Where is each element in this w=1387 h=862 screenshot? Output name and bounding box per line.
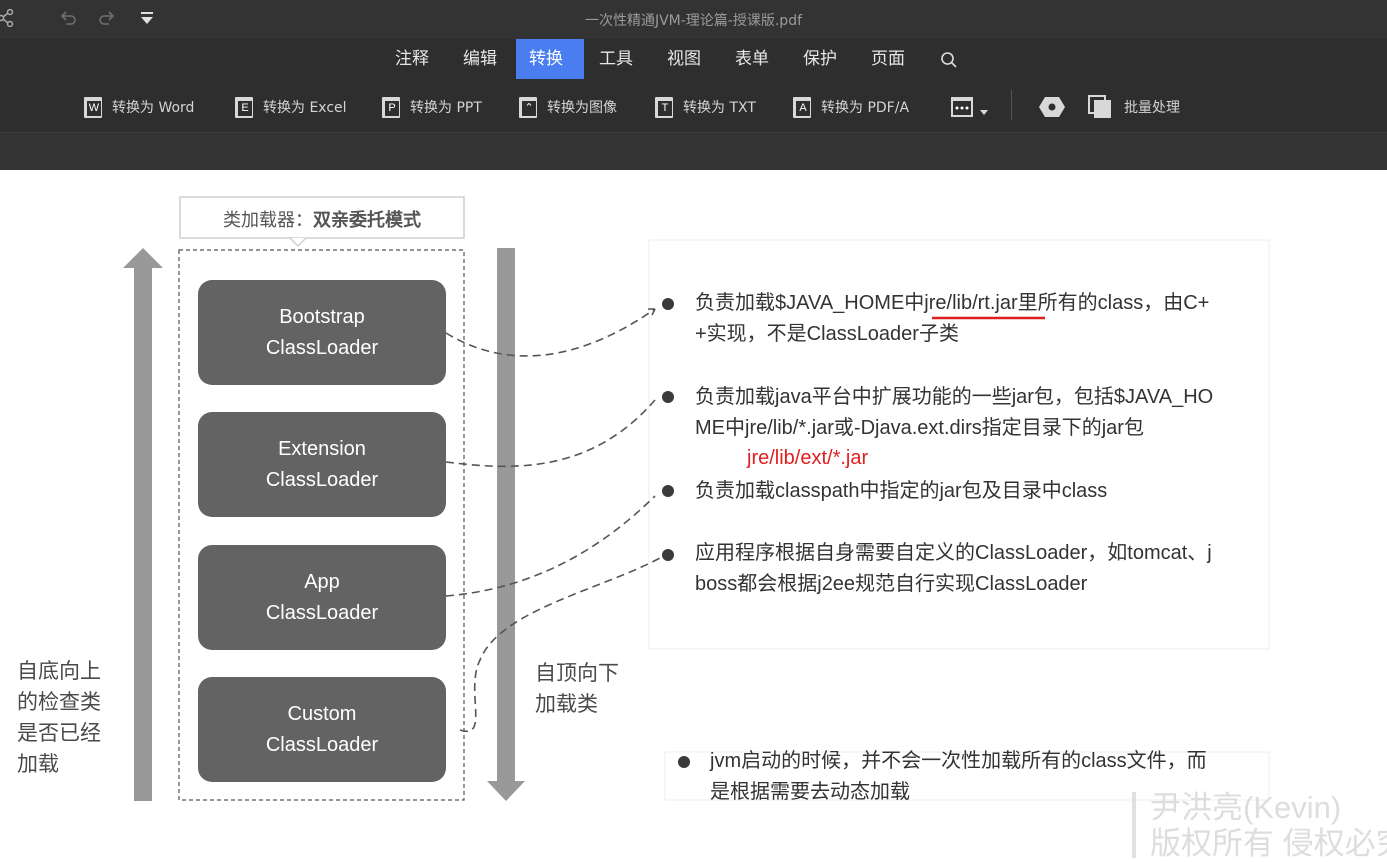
extension-classloader-box: Extension ClassLoader [198,412,446,517]
menu-protect[interactable]: 保护 [803,49,837,69]
redo-icon[interactable] [98,9,116,32]
menu-form[interactable]: 表单 [735,49,769,69]
menu-bar: 注释 编辑 转换 工具 视图 表单 保护 页面 [0,39,1387,80]
top-down-line: 自顶向下 [535,662,619,685]
desc2-line1: 负责加载java平台中扩展功能的一些jar包，包括$JAVA_HO [695,386,1214,408]
watermark-line2: 版权所有 侵权必究 [1150,826,1387,861]
toolbar-divider [1011,90,1012,120]
bullet [662,298,674,310]
more-formats-icon [951,97,988,117]
menu-view[interactable]: 视图 [667,49,701,69]
convert-to-word-button[interactable]: W 转换为 Word [84,95,194,119]
bottom-up-line: 加载 [17,753,59,776]
quick-access-dropdown-icon[interactable] [139,9,155,32]
txt-file-icon: T [655,96,673,118]
watermark: 尹洪亮(Kevin) 版权所有 侵权必究 [1150,790,1387,862]
header-bold: 双亲委托模式 [313,210,421,230]
menu-convert[interactable]: 转换 [516,39,584,79]
convert-to-excel-button[interactable]: E 转换为 Excel [235,95,347,119]
convert-to-txt-button[interactable]: T 转换为 TXT [655,95,756,119]
watermark-line1: 尹洪亮(Kevin) [1150,790,1342,825]
desc1-part-a: 负责加载$JAVA_HOME中 [695,292,925,314]
loader-line1: Extension [278,437,366,460]
bottom-up-label: 自底向上 的检查类 是否已经 加载 [17,656,101,780]
diagram-header: 类加载器：双亲委托模式 [180,206,464,232]
bullet [662,485,674,497]
word-file-icon: W [84,96,102,118]
batch-process-label: 批量处理 [1124,100,1180,116]
extension-description: 负责加载java平台中扩展功能的一些jar包，包括$JAVA_HO ME中jre… [695,382,1275,444]
loader-line1: Bootstrap [279,305,365,328]
convert-to-ppt-button[interactable]: P 转换为 PPT [382,95,482,119]
bullet [662,549,674,561]
note-line1: jvm启动的时候，并不会一次性加载所有的class文件，而 [710,750,1207,772]
loading-note: jvm启动的时候，并不会一次性加载所有的class文件，而 是根据需要去动态加载 [710,746,1270,808]
desc1-line2: +实现，不是ClassLoader子类 [695,323,959,345]
desc2-line2: ME中jre/lib/*.jar或-Djava.ext.dirs指定目录下的ja… [695,417,1144,439]
pdfa-file-icon: A [793,96,811,118]
bottom-up-line: 自底向上 [17,660,101,683]
watermark-bar [1132,792,1136,858]
desc4-line1: 应用程序根据自身需要自定义的ClassLoader，如tomcat、j [695,542,1212,564]
more-formats-button[interactable] [950,95,990,119]
convert-to-image-button[interactable]: ⌃ 转换为图像 [519,95,617,119]
menu-page[interactable]: 页面 [871,49,905,69]
batch-process-button[interactable]: 批量处理 [1088,95,1180,119]
share-icon[interactable] [0,8,14,32]
convert-to-word-label: 转换为 Word [112,100,195,116]
bootstrap-description: 负责加载$JAVA_HOME中jre/lib/rt.jar里所有的class，由… [695,288,1265,350]
bottom-up-line: 的检查类 [17,691,101,714]
bullet [662,391,674,403]
bottom-up-line: 是否已经 [17,722,101,745]
desc1-part-b: 里所有的class，由C+ [1017,292,1210,314]
image-file-icon: ⌃ [519,96,537,118]
ext-path-red: jre/lib/ext/*.jar [747,447,869,469]
menu-annotate[interactable]: 注释 [395,49,429,69]
search-icon[interactable] [940,51,958,73]
note-line2: 是根据需要去动态加载 [710,781,910,803]
header-prefix: 类加载器： [223,210,313,230]
desc4-line2: boss都会根据j2ee规范自行实现ClassLoader [695,573,1088,595]
undo-icon[interactable] [59,9,77,32]
convert-to-ppt-label: 转换为 PPT [410,100,482,116]
app-classloader-box: App ClassLoader [198,545,446,650]
ppt-file-icon: P [382,96,400,118]
title-bar: 一次性精通JVM-理论篇-授课版.pdf [0,0,1387,39]
settings-button[interactable] [1038,95,1066,119]
top-down-label: 自顶向下 加载类 [535,658,619,720]
diagram-graphics [123,196,1270,801]
convert-to-pdfa-button[interactable]: A 转换为 PDF/A [793,95,909,119]
convert-to-pdfa-label: 转换为 PDF/A [821,100,910,116]
toolbar-subbar [0,132,1387,171]
convert-to-txt-label: 转换为 TXT [683,100,756,116]
document-page: 类加载器：双亲委托模式 Bootstrap ClassLoader Extens… [0,170,1387,861]
convert-to-excel-label: 转换为 Excel [263,100,347,116]
loader-line2: ClassLoader [265,733,379,756]
window-title: 一次性精通JVM-理论篇-授课版.pdf [584,13,803,29]
convert-toolbar: W 转换为 Word E 转换为 Excel P 转换为 PPT ⌃ 转换为图像… [0,80,1387,132]
menu-edit[interactable]: 编辑 [463,49,497,69]
loader-line2: ClassLoader [265,336,379,359]
convert-to-image-label: 转换为图像 [547,100,617,116]
menu-tools[interactable]: 工具 [599,49,633,69]
loader-line1: Custom [287,702,357,725]
desc1-underlined: jre/lib/rt.jar [924,292,1018,314]
custom-description: 应用程序根据自身需要自定义的ClassLoader，如tomcat、j boss… [695,538,1275,600]
loader-line2: ClassLoader [265,468,379,491]
excel-file-icon: E [235,96,253,118]
bullet [678,756,690,768]
app-description: 负责加载classpath中指定的jar包及目录中class [695,480,1108,502]
loader-line2: ClassLoader [265,601,379,624]
loader-line1: App [304,570,340,593]
custom-classloader-box: Custom ClassLoader [198,677,446,782]
top-down-line: 加载类 [535,693,598,716]
hexagon-settings-icon [1039,97,1065,117]
batch-process-icon [1088,95,1111,118]
bootstrap-classloader-box: Bootstrap ClassLoader [198,280,446,385]
